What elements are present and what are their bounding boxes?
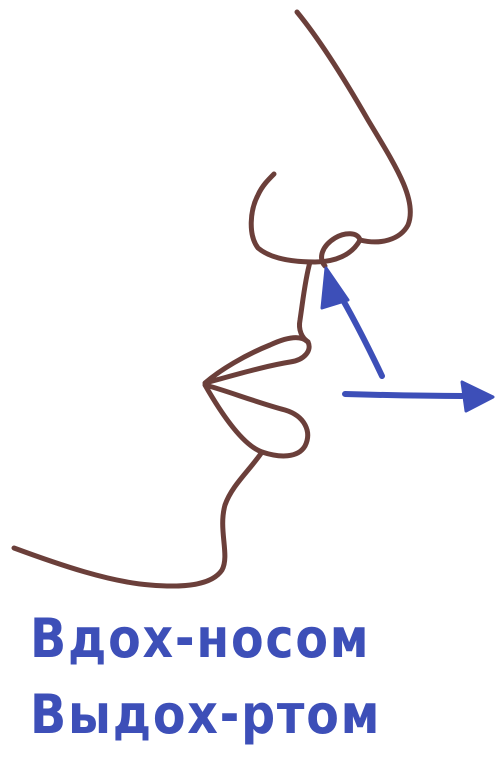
caption-inhale: Вдох-носом [30, 612, 370, 666]
chin-outline [14, 452, 262, 586]
lower-lip-outline [205, 385, 308, 456]
upper-lip-outline [205, 338, 309, 383]
arrow-up-left-icon [322, 268, 382, 376]
face-profile-icon [14, 12, 410, 586]
arrow-right-icon [345, 382, 493, 411]
nose-outline [251, 12, 410, 262]
philtrum-outline [299, 262, 310, 342]
caption-exhale: Выдох-ртом [30, 688, 381, 742]
